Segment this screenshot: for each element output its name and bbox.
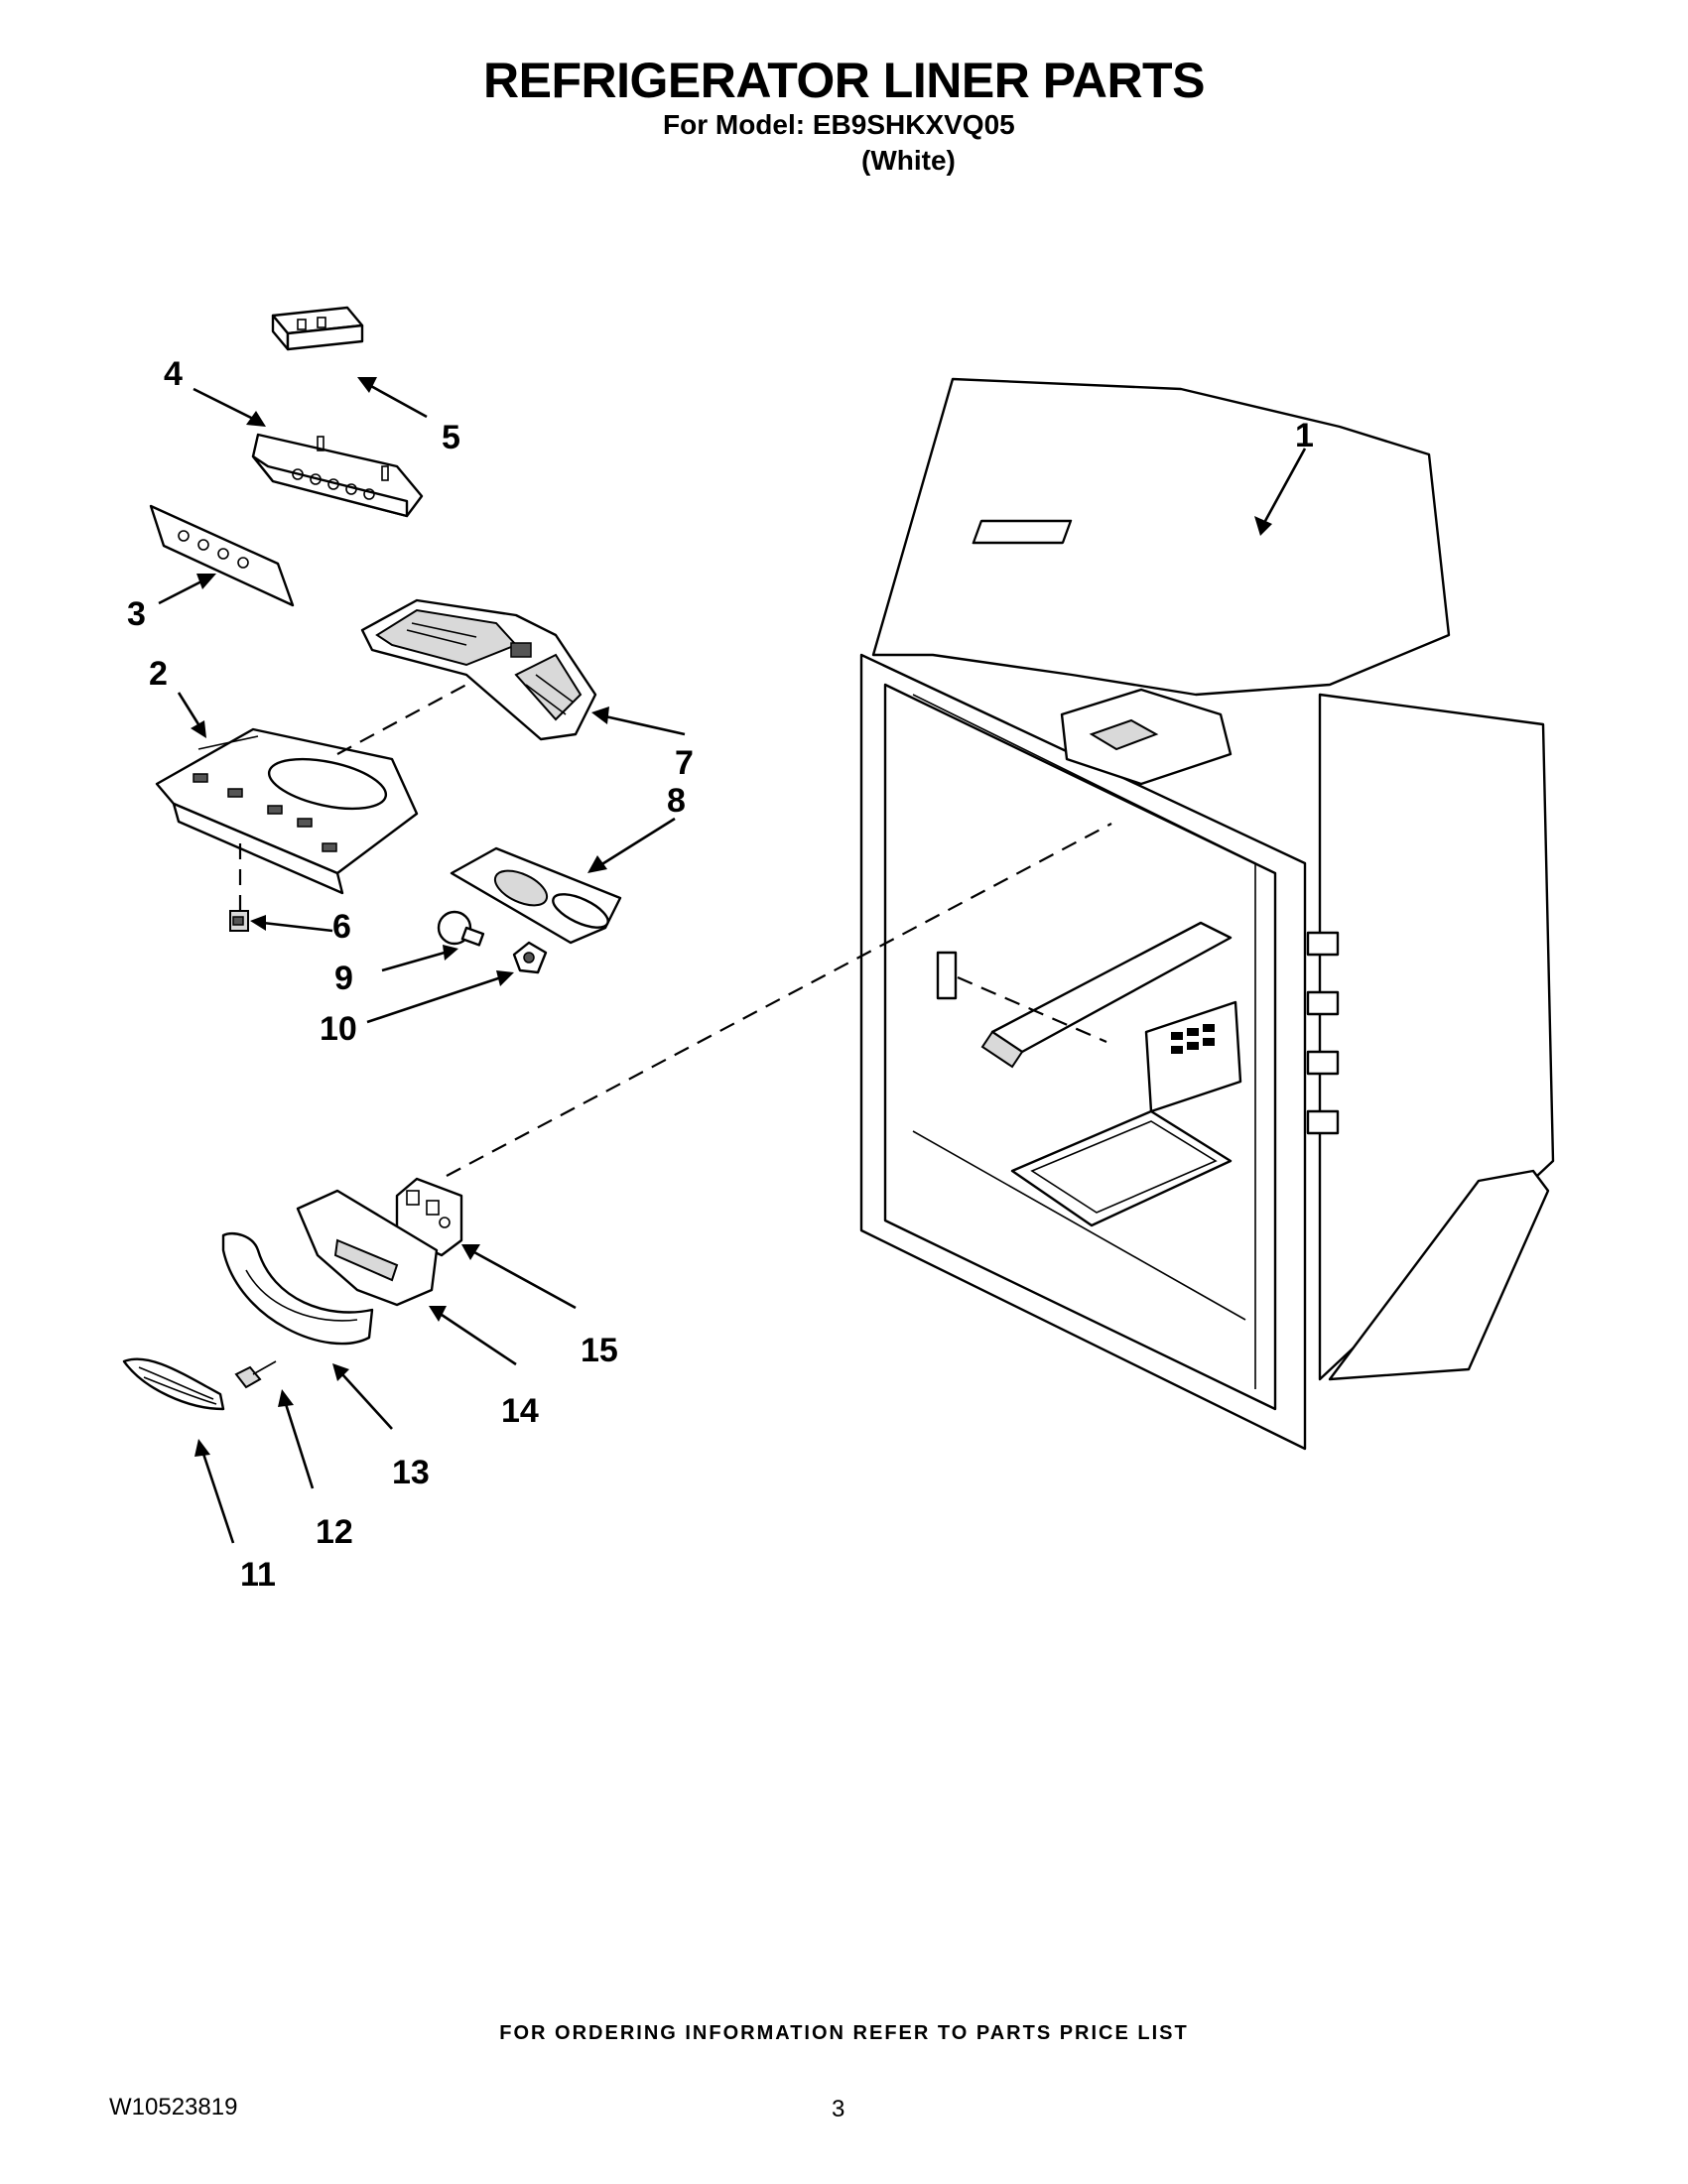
- page-title: REFRIGERATOR LINER PARTS: [483, 53, 1205, 108]
- callout-15: 15: [581, 1332, 618, 1369]
- callout-1: 1: [1295, 417, 1314, 454]
- trim-part-11: [122, 1357, 225, 1411]
- callout-3: 3: [127, 595, 146, 633]
- callout-13: 13: [392, 1454, 430, 1491]
- page-number: 3: [832, 2096, 845, 2122]
- callout-7: 7: [675, 744, 694, 782]
- callout-2: 2: [149, 655, 168, 693]
- lower-housing-part-14: [296, 1189, 439, 1307]
- label-strip-part-3: [149, 504, 295, 607]
- callout-9: 9: [334, 960, 353, 997]
- callout-14: 14: [501, 1392, 539, 1430]
- leader-lines: [158, 377, 1307, 1544]
- bracket-part-5: [271, 306, 364, 351]
- variant-label: (White): [861, 145, 956, 176]
- callout-6: 6: [332, 908, 351, 946]
- document-number: W10523819: [109, 2094, 238, 2120]
- callout-numbers: 1 2 3 4 5 6 7 8 9 10 11 12 13 14 15: [127, 355, 1314, 1594]
- control-housing-part-4: [251, 433, 424, 518]
- callout-4: 4: [164, 355, 183, 393]
- screw-part-12: [234, 1360, 277, 1389]
- liner-part-1: [859, 377, 1555, 1451]
- cover-part-13: [221, 1231, 374, 1346]
- assembly-lines: [238, 684, 1112, 1177]
- socket-part-10: [512, 941, 548, 974]
- callout-11: 11: [240, 1556, 276, 1594]
- light-shield-part-7: [360, 598, 597, 741]
- model-line: For Model: EB9SHKXVQ05: [663, 109, 1015, 140]
- callout-5: 5: [442, 419, 460, 456]
- switch-part-6: [229, 910, 249, 932]
- lens-part-8: [450, 846, 622, 945]
- light-housing-part-2: [155, 727, 419, 895]
- callout-10: 10: [320, 1010, 357, 1048]
- callout-8: 8: [667, 782, 686, 820]
- callout-12: 12: [316, 1513, 353, 1551]
- ordering-note: FOR ORDERING INFORMATION REFER TO PARTS …: [499, 2022, 1189, 2044]
- bulb-part-9: [437, 910, 485, 947]
